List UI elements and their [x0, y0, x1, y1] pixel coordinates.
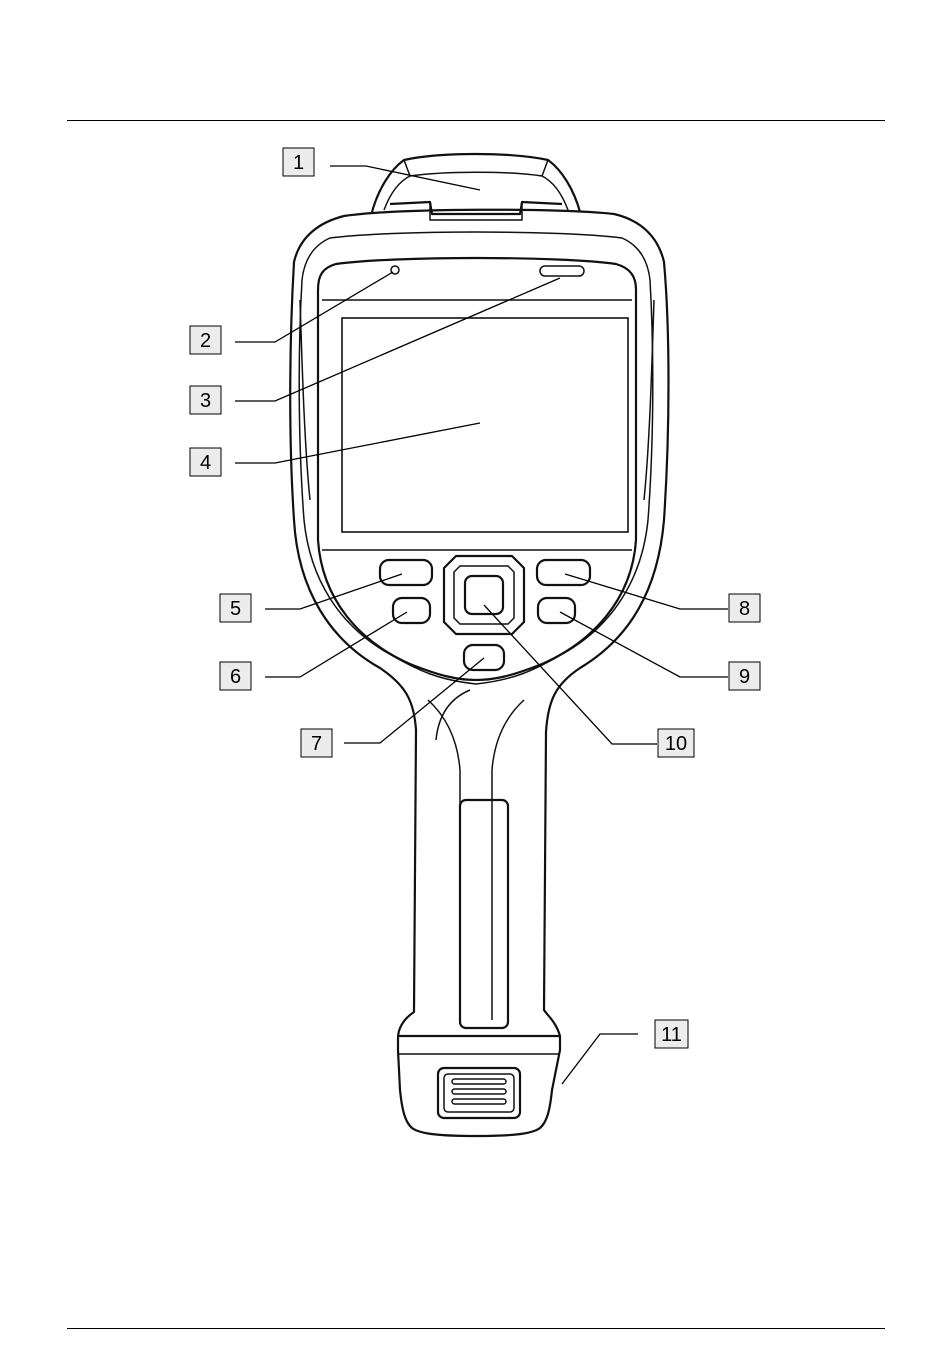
leader-9 [560, 612, 728, 677]
bottom-center-button [464, 645, 504, 670]
callout-7: 7 [301, 729, 332, 757]
leader-7 [344, 658, 484, 743]
callout-4-label: 4 [200, 452, 211, 474]
callout-5-label: 5 [230, 598, 241, 620]
callout-10: 10 [658, 729, 694, 757]
callout-6: 6 [220, 662, 251, 690]
handle-grip-panel [460, 800, 508, 1028]
callout-2: 2 [190, 326, 221, 354]
callout-3: 3 [190, 386, 221, 414]
leader-1 [330, 166, 480, 190]
battery-base [398, 1036, 560, 1118]
callout-4: 4 [190, 448, 221, 476]
callout-8: 8 [729, 594, 760, 622]
callout-9: 9 [729, 662, 760, 690]
display-screen [342, 318, 628, 532]
navigation-pad [444, 556, 524, 634]
sensor-slot [540, 266, 584, 276]
callout-3-label: 3 [200, 390, 211, 412]
callout-7-label: 7 [311, 733, 322, 755]
callout-8-label: 8 [739, 598, 750, 620]
callout-6-label: 6 [230, 666, 241, 688]
thermal-camera-illustration [290, 154, 668, 1136]
leader-11 [562, 1034, 638, 1084]
callout-10-label: 10 [665, 733, 687, 755]
callout-9-label: 9 [739, 666, 750, 688]
battery-latch [438, 1068, 520, 1118]
upper-right-button [537, 560, 590, 585]
leader-6 [265, 612, 407, 677]
handle [428, 690, 524, 1028]
callout-1-label: 1 [293, 152, 304, 174]
lower-right-button [538, 598, 575, 623]
callout-5: 5 [220, 594, 251, 622]
lower-left-button [393, 598, 430, 623]
callout-1: 1 [283, 148, 314, 176]
callout-11: 11 [655, 1020, 688, 1048]
callout-2-label: 2 [200, 330, 211, 352]
callout-11-label: 11 [661, 1024, 682, 1046]
upper-left-button [380, 560, 432, 585]
